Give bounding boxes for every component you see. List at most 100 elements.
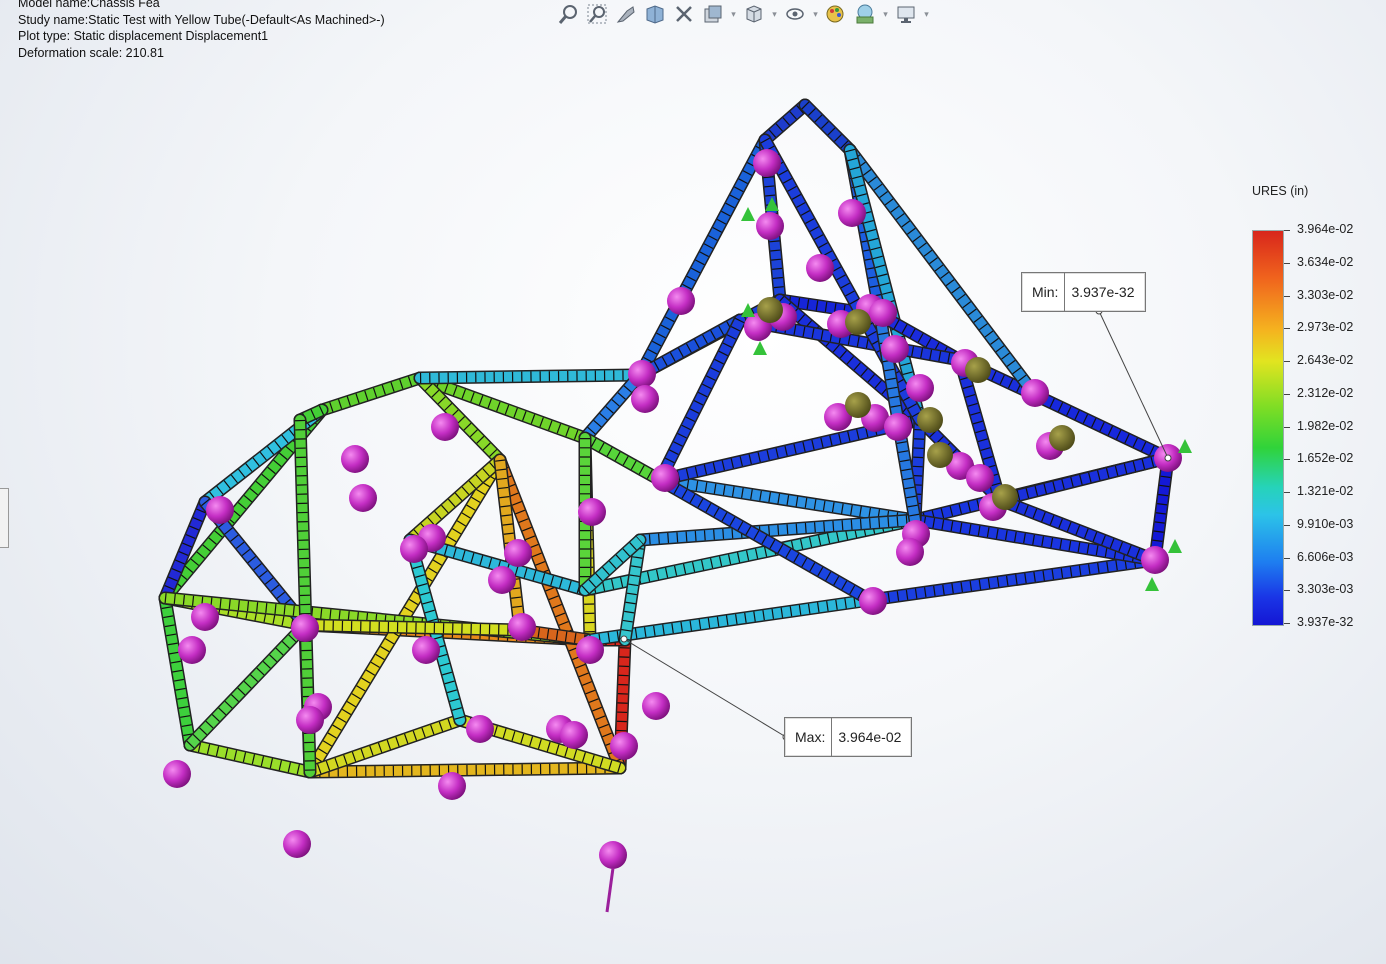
load-node-sphere (1141, 546, 1169, 574)
load-node-sphere (651, 464, 679, 492)
load-node-sphere (642, 692, 670, 720)
load-node-sphere (756, 212, 784, 240)
display-style-dropdown-icon[interactable]: ▾ (731, 8, 736, 19)
tube-segment (317, 373, 425, 415)
tube-segment (185, 740, 315, 777)
load-node-sphere (438, 772, 466, 800)
tube-segment (635, 515, 920, 545)
legend-label: 3.964e-02 (1297, 222, 1354, 236)
load-node-sphere (859, 587, 887, 615)
hide-show-dropdown-icon[interactable]: ▾ (813, 8, 818, 19)
min-leader-line (1098, 310, 1169, 459)
load-node-sphere (599, 841, 627, 869)
tube-segment (800, 100, 855, 155)
load-node-sphere (869, 299, 897, 327)
tube-mesh-marks (635, 137, 770, 378)
min-probe-callout[interactable]: Min: 3.937e-32 (1021, 272, 1146, 312)
panel-collapse-handle[interactable] (0, 488, 9, 548)
legend-label: 3.634e-02 (1297, 254, 1354, 269)
view-settings-icon[interactable] (893, 2, 919, 26)
deformation-scale-text: Deformation scale: 210.81 (18, 45, 164, 60)
tube-segment (300, 620, 525, 635)
edit-appearance-icon[interactable] (823, 2, 849, 26)
legend-tick (1284, 230, 1290, 231)
fixture-triangle-icon (753, 341, 767, 355)
study-info-header: Model name:Chassis Fea Study name:Static… (18, 0, 385, 61)
max-point-marker (620, 635, 628, 643)
load-node-sphere (966, 464, 994, 492)
load-node-sphere (824, 403, 852, 431)
section-view-icon[interactable] (642, 2, 668, 26)
load-node-sphere (628, 360, 656, 388)
view-orientation-icon[interactable] (741, 2, 767, 26)
tube-segment (995, 453, 1173, 505)
legend-label: 3.303e-03 (1297, 582, 1354, 597)
legend-color-bar (1252, 230, 1284, 626)
legend-label: 3.303e-02 (1297, 287, 1354, 302)
display-style-icon[interactable] (700, 2, 726, 26)
legend-label: 1.982e-02 (1297, 418, 1354, 433)
fixture-triangle-icon (1168, 539, 1182, 553)
load-node-sphere (576, 636, 604, 664)
study-name-text: Study name:Static Test with Yellow Tube(… (18, 12, 385, 27)
fixture-triangle-icon (741, 207, 755, 221)
load-node-sphere (488, 566, 516, 594)
legend-tick (1284, 262, 1290, 264)
legend-tick (1284, 524, 1290, 526)
load-node-sphere (431, 413, 459, 441)
fixture-node-sphere (757, 297, 783, 323)
load-node-sphere (412, 636, 440, 664)
min-point-marker (1164, 454, 1172, 462)
tube-segment (1030, 390, 1173, 463)
load-node-sphere (838, 199, 866, 227)
tube-mesh-marks (589, 595, 871, 645)
hide-show-icon[interactable] (782, 2, 808, 26)
view-tools-icon[interactable] (671, 2, 697, 26)
load-node-sphere (753, 149, 781, 177)
model-name-text: Model name:Chassis Fea (18, 0, 160, 10)
previous-view-icon[interactable] (613, 2, 639, 26)
view-orientation-dropdown-icon[interactable]: ▾ (772, 8, 777, 19)
load-node-sphere (191, 603, 219, 631)
fixture-triangle-icon (741, 303, 755, 317)
load-node-sphere (296, 706, 324, 734)
chassis-tubes (158, 98, 1175, 779)
legend-label: 9.910e-03 (1297, 516, 1354, 531)
fixture-triangle-icon (1145, 577, 1159, 591)
load-node-sphere (400, 535, 428, 563)
load-arrow-shaft (605, 867, 615, 913)
tube-mesh-marks (845, 148, 925, 422)
fixture-triangle-icon (1178, 439, 1192, 453)
tube-mesh-marks (305, 457, 505, 775)
load-node-sphere (560, 721, 588, 749)
load-node-sphere (291, 614, 319, 642)
apply-scene-icon[interactable] (852, 2, 878, 26)
tube-mesh-marks (201, 406, 326, 506)
tube-segment (760, 100, 810, 145)
zoom-area-icon[interactable] (584, 2, 610, 26)
legend-tick (1284, 393, 1290, 395)
view-settings-dropdown-icon[interactable]: ▾ (924, 8, 929, 19)
load-node-sphere (884, 413, 912, 441)
tube-mesh-marks (998, 495, 1157, 565)
tube-segment (415, 373, 590, 443)
fixture-node-sphere (1049, 425, 1075, 451)
fixture-node-sphere (992, 484, 1018, 510)
tube-mesh-marks (637, 315, 743, 380)
fixture-node-sphere (965, 357, 991, 383)
max-value: 3.964e-02 (838, 729, 902, 745)
plot-type-text: Plot type: Static displacement Displacem… (18, 29, 269, 43)
load-node-sphere (349, 484, 377, 512)
max-probe-callout[interactable]: Max: 3.964e-02 (784, 717, 913, 757)
load-node-sphere (283, 830, 311, 858)
fixture-node-sphere (927, 442, 953, 468)
zoom-to-fit-icon[interactable] (555, 2, 581, 26)
fixture-node-sphere (845, 392, 871, 418)
min-label: Min: (1022, 273, 1066, 311)
max-label: Max: (785, 718, 833, 756)
tube-mesh-marks (416, 374, 504, 464)
apply-scene-dropdown-icon[interactable]: ▾ (883, 8, 888, 19)
